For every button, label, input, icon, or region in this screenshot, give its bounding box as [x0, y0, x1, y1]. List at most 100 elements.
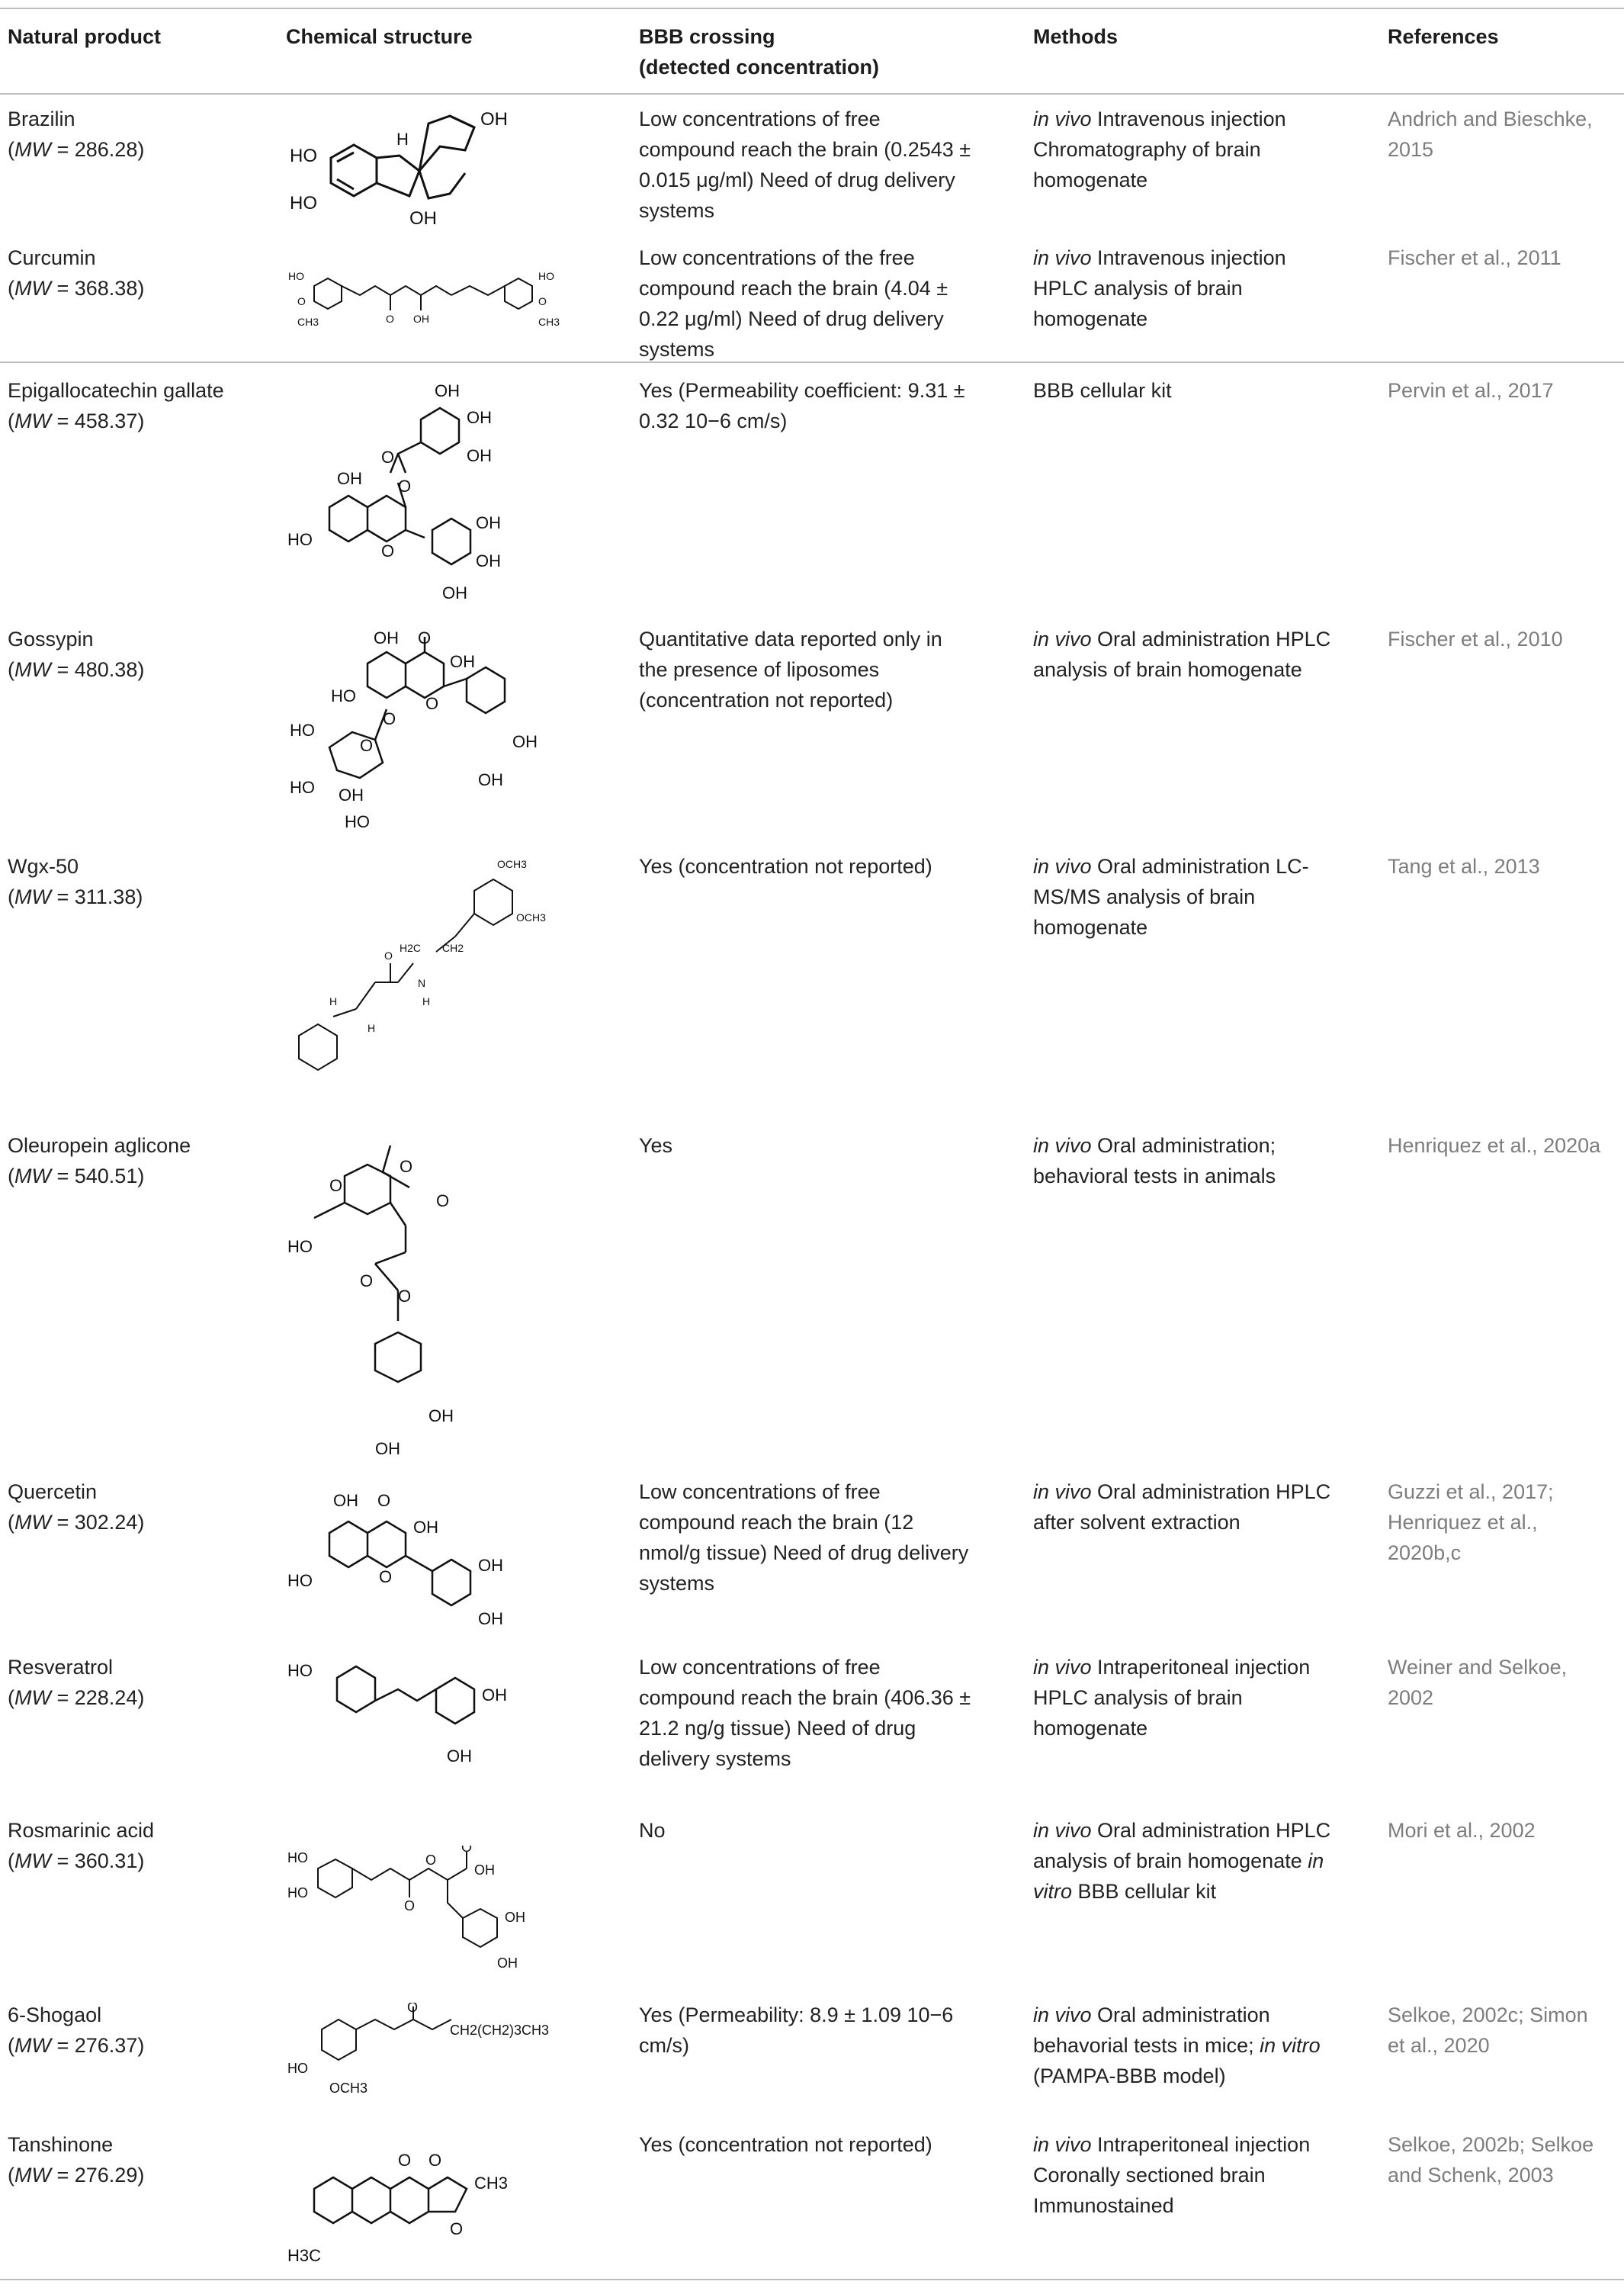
reference-cell: Pervin et al., 2017 — [1388, 379, 1554, 402]
product-name-cell: Tanshinone (MW = 276.29) — [8, 2129, 144, 2190]
methods-cell: in vivo Intravenous injection Chromatogr… — [1033, 104, 1338, 195]
atom-label: OH — [413, 313, 429, 325]
product-name: Resveratrol — [8, 1656, 114, 1679]
product-name: Brazilin — [8, 108, 75, 130]
atom-label: O — [425, 1852, 436, 1868]
atom-label: HO — [290, 778, 315, 797]
molecular-weight: (MW = 302.24) — [8, 1511, 145, 1534]
atom-label: OH — [476, 513, 501, 532]
reference-cell: Selkoe, 2002c; Simon et al., 2020 — [1388, 2003, 1588, 2057]
chemical-structure-quercetin: OH O OH HO O OH OH — [284, 1480, 573, 1647]
method-text: Oral administration HPLC analysis of bra… — [1033, 1819, 1331, 1872]
mw-label: MW — [14, 2164, 51, 2187]
atom-label: OH — [374, 628, 399, 647]
atom-label: O — [297, 295, 306, 307]
atom-label: HO — [288, 270, 304, 282]
atom-label: HO — [331, 686, 356, 705]
atom-label: OCH3 — [497, 858, 527, 870]
atom-label: CH2(CH2)3CH3 — [450, 2023, 549, 2038]
bbb-crossing-cell: Yes (concentration not reported) — [639, 2133, 932, 2156]
chemical-structure-brazilin: OH H HO HO OH — [284, 101, 512, 230]
method-text: Intravenous injection HPLC analysis of b… — [1033, 246, 1286, 330]
atom-label: HO — [290, 146, 317, 166]
header-bbb-crossing: BBB crossing (detected concentration) — [639, 21, 879, 82]
atom-label: OH — [478, 770, 503, 789]
bbb-crossing-cell: Low concentrations of the free compound … — [639, 246, 948, 361]
method-emphasis-2: in vitro — [1033, 1849, 1324, 1903]
reference-cell: Henriquez et al., 2020a — [1388, 1134, 1601, 1157]
mw-value: = 480.38) — [50, 658, 145, 681]
atom-label: OCH3 — [329, 2081, 367, 2096]
chemical-structure-gossypin: OH O OH HO O HO O O OH OH HO OH HO — [284, 625, 589, 839]
atom-label: O — [398, 477, 411, 496]
atom-label: OH — [375, 1439, 400, 1458]
method-emphasis: in vivo — [1033, 2133, 1092, 2156]
atom-label: OH — [478, 1556, 503, 1575]
method-emphasis: in vivo — [1033, 1656, 1092, 1679]
reference-cell: Selkoe, 2002b; Selkoe and Schenk, 2003 — [1388, 2133, 1594, 2187]
product-name-cell: 6-Shogaol (MW = 276.37) — [8, 2000, 144, 2061]
atom-label: HO — [287, 1237, 313, 1256]
method-emphasis: in vivo — [1033, 246, 1092, 269]
molecular-weight: (MW = 360.31) — [8, 1849, 145, 1872]
methods-cell: in vivo Intraperitoneal injection Corona… — [1033, 2129, 1338, 2221]
bottom-rule — [0, 2279, 1624, 2280]
header-rule — [0, 93, 1624, 95]
product-name-cell: Brazilin (MW = 286.28) — [8, 104, 144, 165]
mw-label: MW — [14, 1686, 51, 1709]
atom-label: OH — [467, 446, 492, 465]
atom-label: OH — [337, 469, 362, 488]
atom-label: OH — [480, 109, 508, 130]
reference-cell: Guzzi et al., 2017; Henriquez et al., 20… — [1388, 1480, 1554, 1564]
mw-label: MW — [14, 1165, 51, 1187]
method-text: Intraperitoneal injection Coronally sect… — [1033, 2133, 1311, 2217]
molecular-weight: (MW = 276.29) — [8, 2164, 145, 2187]
product-name-cell: Epigallocatechin gallate (MW = 458.37) — [8, 375, 224, 436]
method-text: BBB cellular kit — [1033, 379, 1172, 402]
chemical-structure-tanshinone: O O CH3 O H3C — [284, 2128, 558, 2273]
atom-label: OH — [339, 786, 364, 805]
atom-label: O — [386, 313, 394, 325]
method-text-2: BBB cellular kit — [1072, 1880, 1217, 1903]
atom-label: HO — [287, 530, 313, 549]
product-name: Wgx-50 — [8, 855, 79, 878]
method-text: Oral administration LC-MS/MS analysis of… — [1033, 855, 1309, 939]
atom-label: CH3 — [538, 316, 560, 328]
atom-label: HO — [290, 193, 317, 214]
mw-label: MW — [14, 658, 51, 681]
method-text: Oral administration behavorial tests in … — [1033, 2003, 1270, 2057]
molecular-weight: (MW = 480.38) — [8, 658, 145, 681]
mw-label: MW — [14, 1849, 51, 1872]
atom-label: O — [425, 694, 438, 713]
atom-label: HO — [290, 721, 315, 740]
atom-label: O — [400, 1157, 412, 1176]
methods-cell: in vivo Oral administration HPLC analysi… — [1033, 1815, 1338, 1907]
product-name: Gossypin — [8, 628, 94, 651]
atom-label: O — [450, 2219, 463, 2238]
method-emphasis: in vivo — [1033, 2003, 1092, 2026]
top-rule — [0, 8, 1624, 9]
mw-value: = 228.24) — [50, 1686, 145, 1709]
header-chemical-structure: Chemical structure — [286, 25, 473, 48]
atom-label: OH — [478, 1609, 503, 1628]
atom-label: OCH3 — [516, 911, 546, 924]
chemical-structure-6-shogaol: O CH2(CH2)3CH3 HO OCH3 — [284, 2003, 589, 2117]
atom-label: OH — [497, 1955, 518, 1971]
mw-value: = 458.37) — [50, 410, 145, 432]
methods-cell: in vivo Intraperitoneal injection HPLC a… — [1033, 1652, 1338, 1743]
atom-label: O — [428, 2151, 441, 2170]
product-name-cell: Rosmarinic acid (MW = 360.31) — [8, 1815, 154, 1876]
chemical-structure-rosmarinic-acid: HO HO O O O OH OH OH — [284, 1846, 589, 1983]
mw-label: MW — [14, 277, 51, 300]
atom-label: OH — [505, 1910, 525, 1925]
mw-value: = 368.38) — [50, 277, 145, 300]
atom-label: H — [329, 995, 337, 1007]
product-name: Epigallocatechin gallate — [8, 379, 224, 402]
atom-label: H2C — [400, 942, 421, 954]
atom-label: OH — [435, 381, 460, 400]
product-name: Tanshinone — [8, 2133, 114, 2156]
atom-label: OH — [447, 1746, 472, 1766]
mw-value: = 276.29) — [50, 2164, 145, 2187]
atom-label: HO — [287, 1850, 308, 1865]
method-text: Oral administration HPLC analysis of bra… — [1033, 628, 1331, 681]
